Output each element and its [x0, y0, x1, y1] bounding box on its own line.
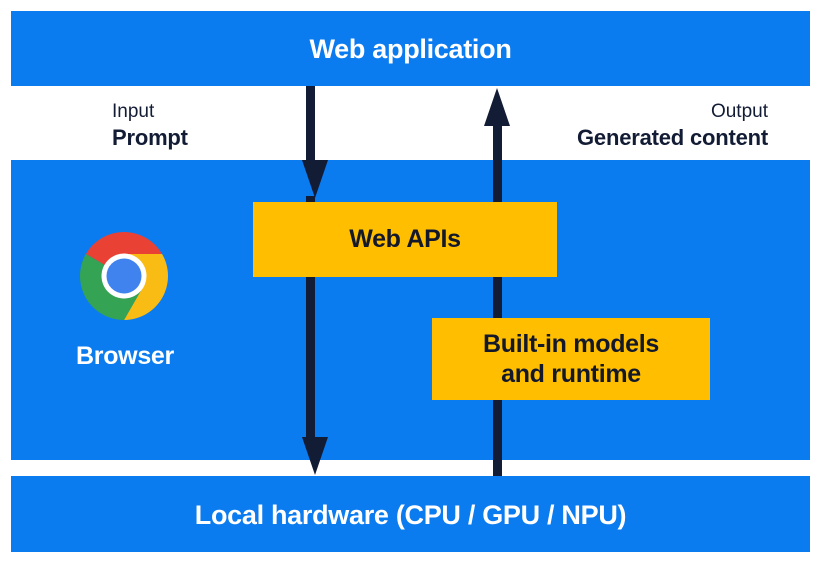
output-arrow-head-icon [484, 88, 510, 126]
input-arrow-head-bottom-icon [302, 437, 328, 475]
output-flow-value: Generated content [577, 125, 768, 151]
chrome-logo-icon [80, 232, 168, 320]
input-flow-kind: Input [112, 101, 155, 122]
web-application-label: Web application [309, 34, 512, 64]
builtin-models-label-line2: and runtime [501, 360, 641, 388]
browser-layer-label: Browser [76, 342, 174, 370]
output-flow-kind: Output [710, 101, 768, 122]
output-flow-label: Output Generated content [577, 100, 768, 152]
web-apis-box[interactable]: Web APIs [253, 202, 557, 277]
input-arrow-shaft [306, 86, 315, 164]
input-flow-label: Input Prompt [112, 100, 188, 152]
builtin-models-box[interactable]: Built-in models and runtime [432, 318, 710, 400]
web-application-layer: Web application [11, 11, 810, 86]
input-arrow-head-icon [302, 160, 328, 198]
local-hardware-layer: Local hardware (CPU / GPU / NPU) [11, 476, 810, 552]
output-arrow-shaft-upper [493, 124, 502, 164]
local-hardware-label: Local hardware (CPU / GPU / NPU) [194, 500, 627, 530]
builtin-models-label-line1: Built-in models [482, 329, 660, 358]
input-flow-value: Prompt [112, 125, 188, 151]
input-arrow-shaft-lower [306, 196, 315, 438]
web-apis-label: Web APIs [349, 225, 461, 254]
